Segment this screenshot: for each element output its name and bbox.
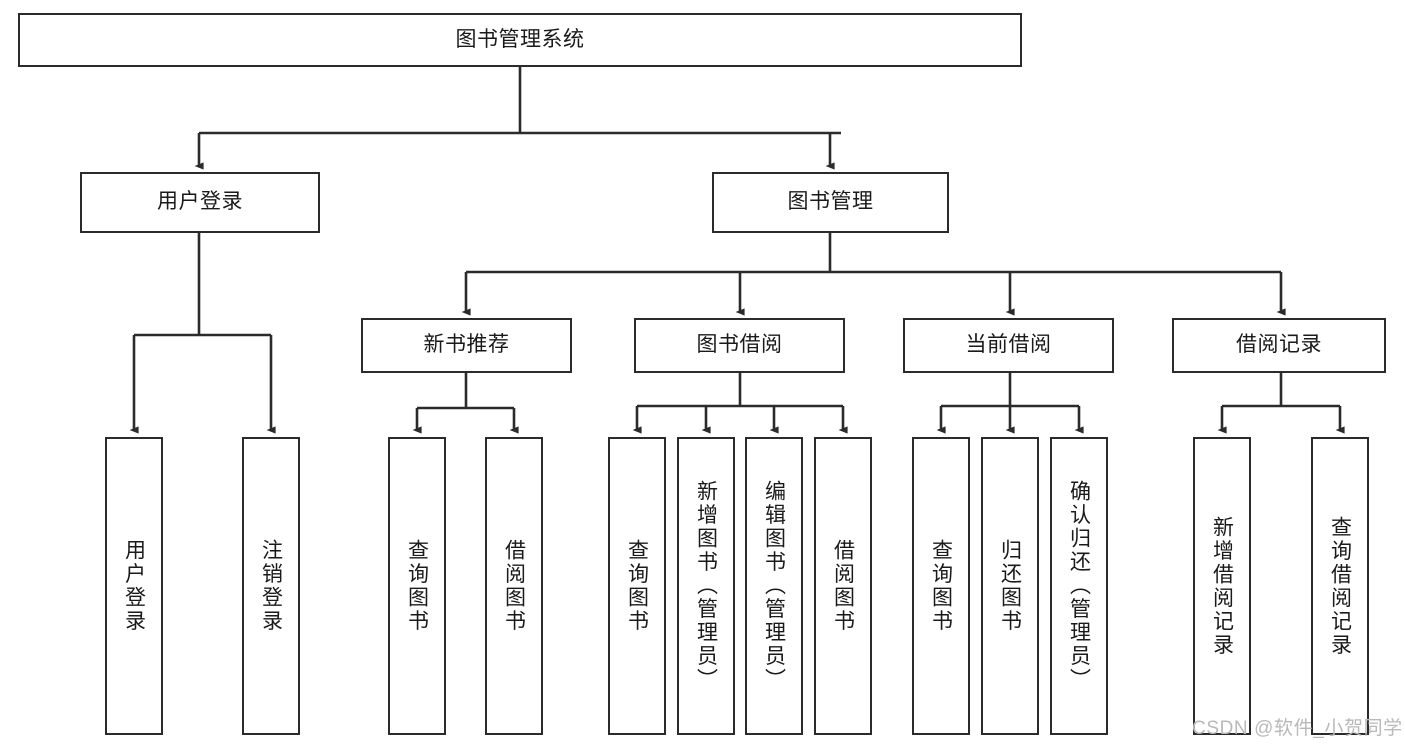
node-leaf-query-book-2[interactable]: 查询图书	[608, 437, 666, 735]
node-leaf-user-logout-label: 注销登录	[259, 539, 283, 633]
node-leaf-borrow-book-2[interactable]: 借阅图书	[814, 437, 872, 735]
node-leaf-query-book-3-label: 查询图书	[929, 539, 953, 633]
node-book-manage[interactable]: 图书管理	[712, 172, 949, 233]
node-leaf-borrow-book-2-label: 借阅图书	[831, 539, 855, 633]
node-leaf-return-book[interactable]: 归还图书	[981, 437, 1039, 735]
node-leaf-user-logout[interactable]: 注销登录	[242, 437, 300, 735]
node-book-borrow[interactable]: 图书借阅	[634, 318, 845, 373]
node-leaf-add-borrow-record[interactable]: 新增借阅记录	[1193, 437, 1251, 735]
node-leaf-add-borrow-record-label: 新增借阅记录	[1210, 515, 1234, 657]
node-book-manage-label: 图书管理	[787, 190, 874, 214]
node-leaf-query-book-1[interactable]: 查询图书	[388, 437, 446, 735]
node-user-login-label: 用户登录	[157, 190, 243, 214]
node-leaf-query-borrow-record[interactable]: 查询借阅记录	[1311, 437, 1369, 735]
node-current-borrow-label: 当前借阅	[965, 333, 1052, 357]
node-leaf-borrow-book-1-label: 借阅图书	[502, 539, 526, 633]
node-leaf-edit-book-admin-label: 编辑图书（管理员）	[762, 480, 786, 692]
node-leaf-confirm-return-admin-label: 确认归还（管理员）	[1067, 480, 1091, 692]
node-leaf-confirm-return-admin[interactable]: 确认归还（管理员）	[1050, 437, 1108, 735]
node-leaf-add-book-admin-label: 新增图书（管理员）	[694, 480, 718, 692]
node-root[interactable]: 图书管理系统	[18, 13, 1022, 67]
node-borrow-record-label: 借阅记录	[1236, 333, 1322, 357]
node-book-borrow-label: 图书借阅	[696, 333, 783, 357]
node-root-label: 图书管理系统	[455, 27, 585, 51]
node-leaf-user-login-label: 用户登录	[122, 539, 146, 633]
node-leaf-query-borrow-record-label: 查询借阅记录	[1328, 515, 1352, 657]
node-leaf-borrow-book-1[interactable]: 借阅图书	[485, 437, 543, 735]
node-new-book-recommend[interactable]: 新书推荐	[361, 318, 572, 373]
node-current-borrow[interactable]: 当前借阅	[903, 318, 1114, 373]
node-leaf-user-login[interactable]: 用户登录	[105, 437, 163, 735]
node-leaf-query-book-3[interactable]: 查询图书	[912, 437, 970, 735]
node-leaf-add-book-admin[interactable]: 新增图书（管理员）	[677, 437, 735, 735]
node-borrow-record[interactable]: 借阅记录	[1172, 318, 1386, 373]
node-leaf-query-book-2-label: 查询图书	[625, 539, 649, 633]
node-user-login[interactable]: 用户登录	[80, 172, 320, 233]
node-leaf-return-book-label: 归还图书	[998, 539, 1022, 633]
node-new-book-recommend-label: 新书推荐	[423, 333, 510, 357]
node-leaf-edit-book-admin[interactable]: 编辑图书（管理员）	[745, 437, 803, 735]
node-leaf-query-book-1-label: 查询图书	[405, 539, 429, 633]
